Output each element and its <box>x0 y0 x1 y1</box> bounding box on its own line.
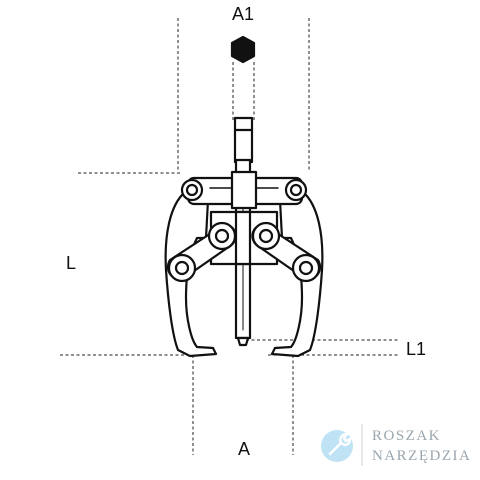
crossbeam-nut <box>230 170 258 210</box>
watermark-line-1: ROSZAK <box>372 428 441 444</box>
wrench-icon <box>321 430 353 462</box>
pivot-bolts <box>167 178 321 283</box>
label-l1: L1 <box>406 339 426 359</box>
spindle-tip <box>236 336 250 347</box>
crossbeam <box>186 170 304 210</box>
bolt-top-left-inner <box>185 183 199 197</box>
label-a1: A1 <box>232 4 254 24</box>
label-a: A <box>238 439 250 459</box>
watermark: ROSZAK NARZĘDZIA <box>321 424 471 466</box>
bolt-low-left-inner <box>174 260 190 276</box>
bolt-mid-left-inner <box>214 228 230 244</box>
label-l: L <box>66 253 76 273</box>
center-block-slot <box>234 210 252 266</box>
bolt-low-right-inner <box>298 260 314 276</box>
watermark-line-2: NARZĘDZIA <box>372 448 471 464</box>
bolt-mid-right-inner <box>258 228 274 244</box>
dimension-lines <box>60 18 398 455</box>
spindle-collar <box>233 116 254 164</box>
hex-head-icon <box>230 35 256 64</box>
bolt-top-right-inner <box>289 183 303 197</box>
